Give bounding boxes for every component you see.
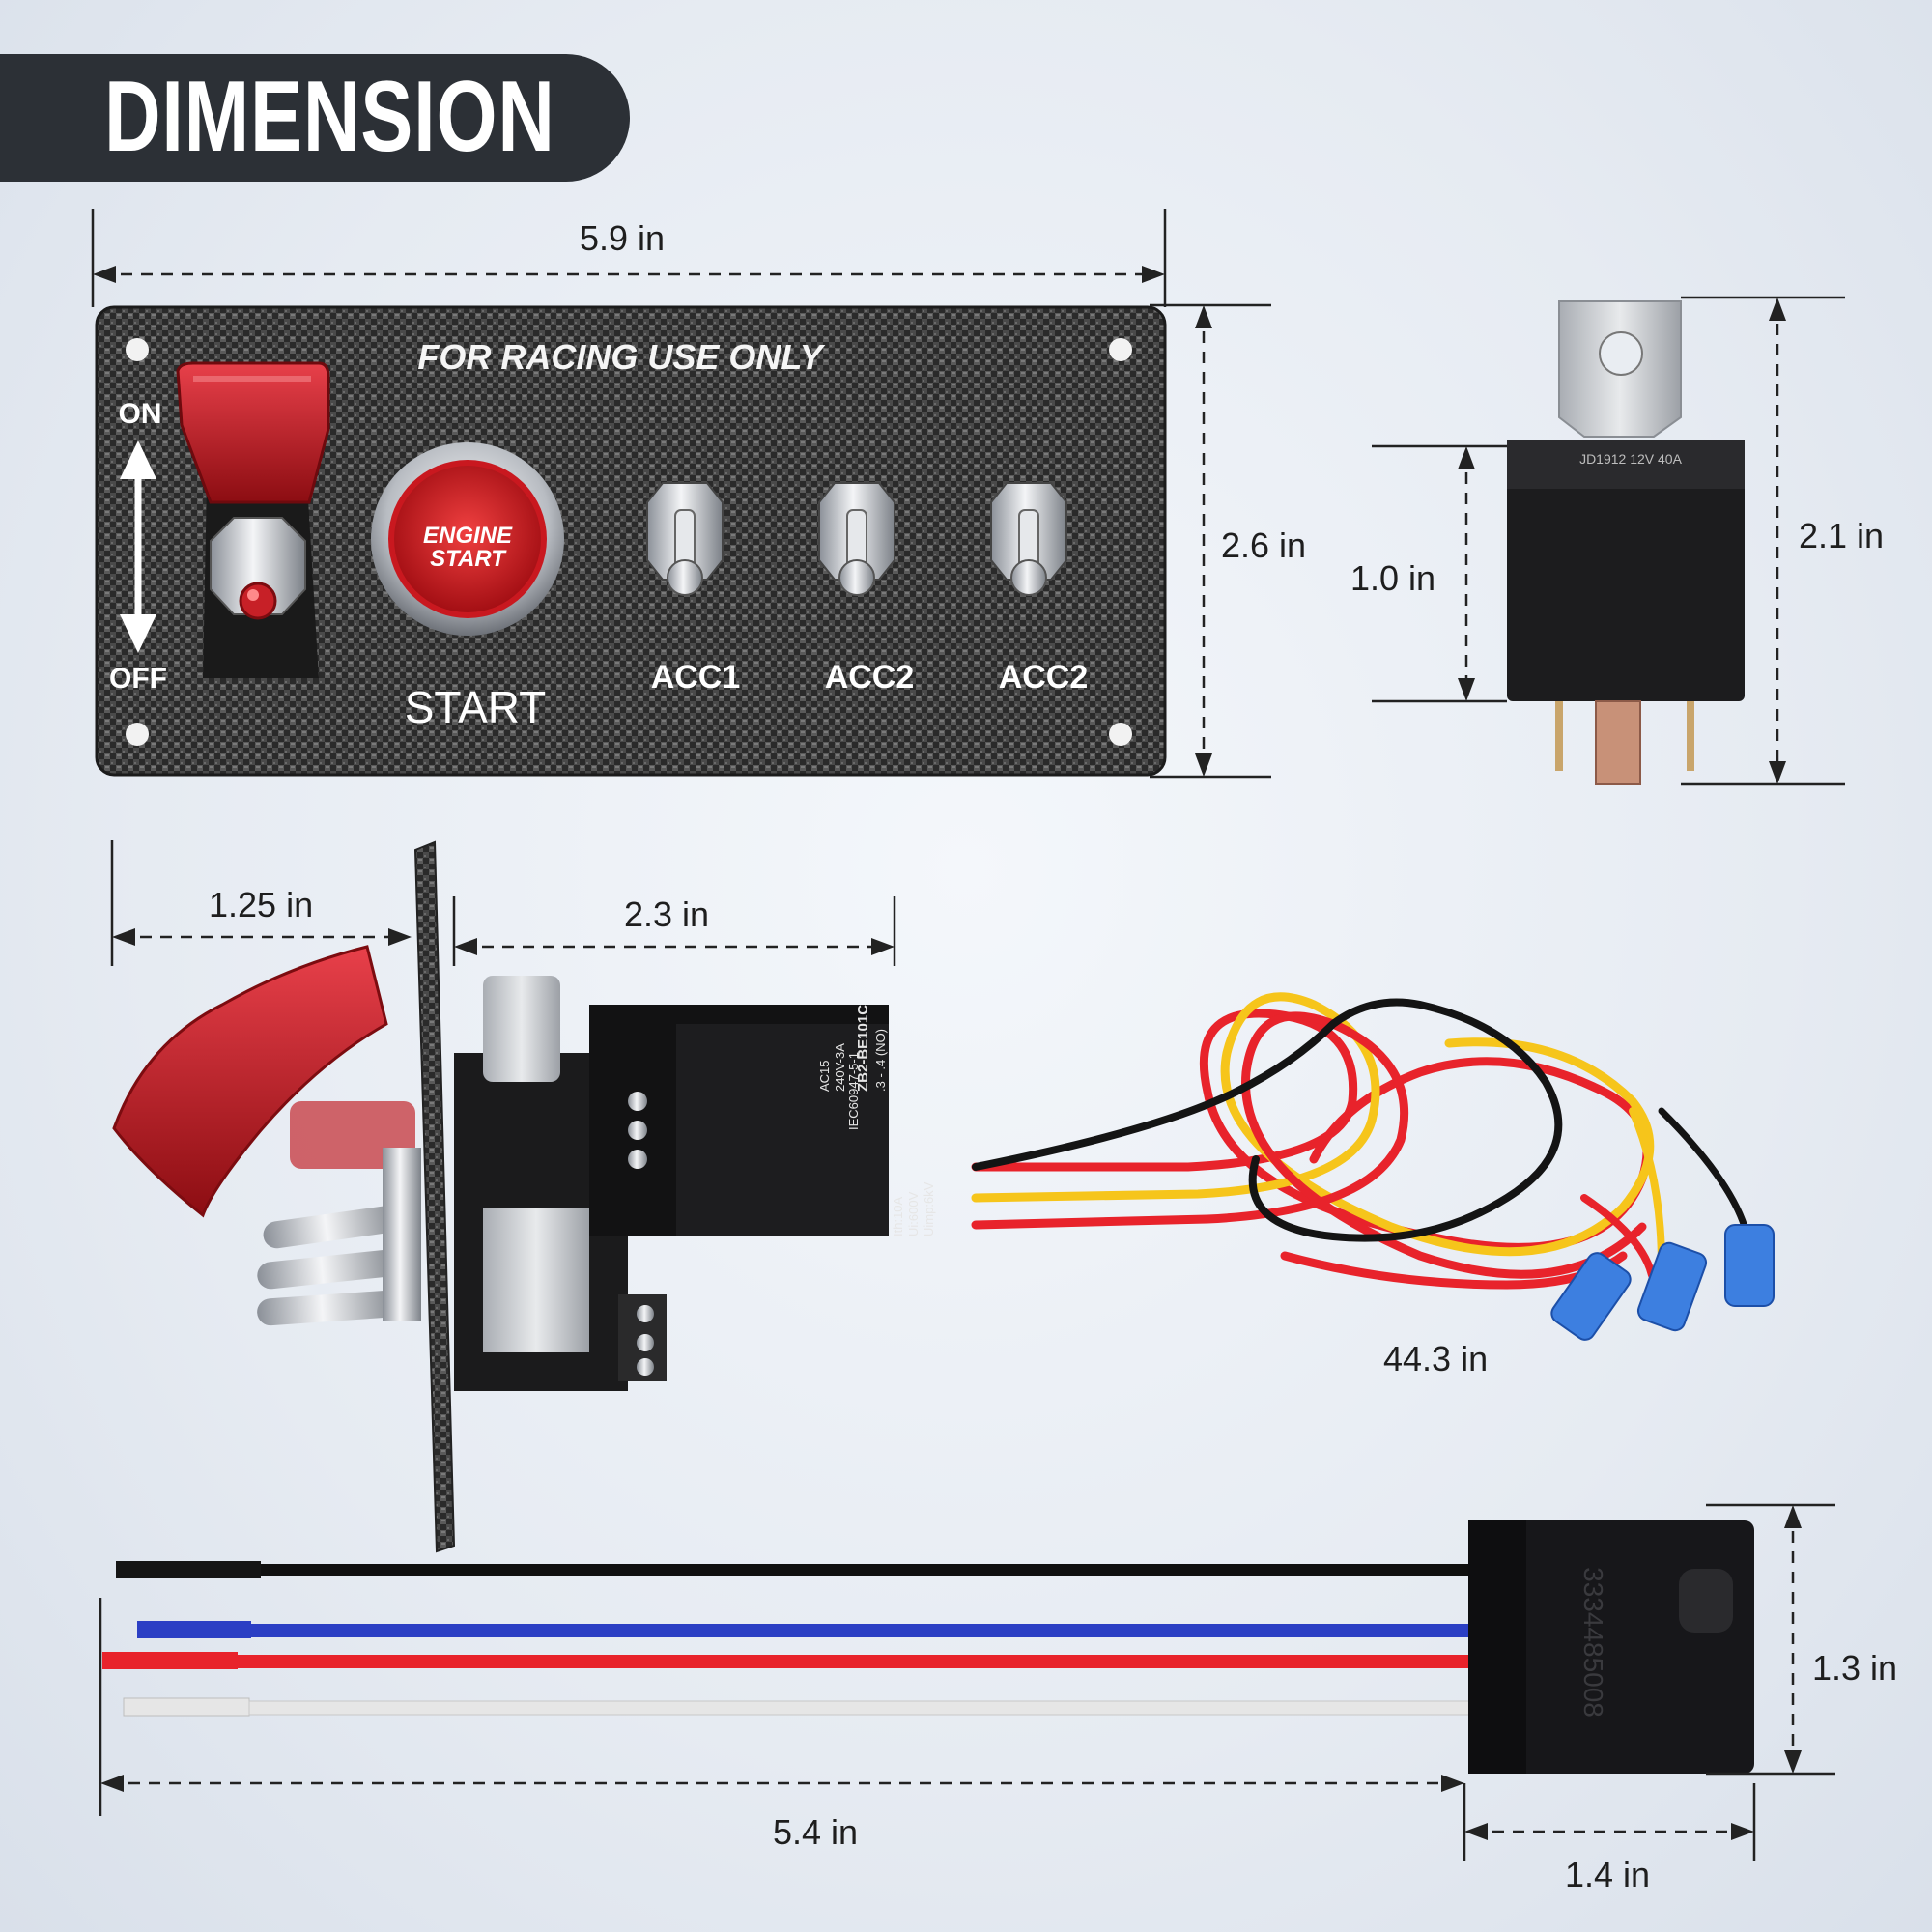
arrow-left-icon: [93, 266, 116, 283]
relay-mount-hole-icon: [1599, 331, 1643, 376]
page-title: DIMENSION: [104, 61, 555, 173]
arrow-down-icon: [1195, 753, 1212, 777]
module-rating2: 240V-3A: [833, 1043, 847, 1092]
socket-width-dimension: [1463, 1783, 1756, 1861]
panel-width-dimension: [91, 209, 1167, 307]
mounting-hole-icon: [126, 338, 149, 361]
acc2-toggle[interactable]: [818, 482, 895, 596]
socket-height-dimension: [1706, 1503, 1835, 1776]
module-ith: Ith:10A: [891, 1196, 905, 1236]
socket-height-label: 1.3 in: [1812, 1648, 1898, 1688]
start-label: START: [405, 682, 547, 732]
socket-latch-icon: [1679, 1569, 1733, 1633]
engine-start-button[interactable]: ENGINE START: [371, 442, 564, 636]
arrow-right-icon: [871, 938, 895, 955]
harness-length-label: 44.3 in: [1383, 1339, 1489, 1378]
relay-socket: 3334485008: [1468, 1520, 1754, 1774]
blue-terminal-icon: [1550, 1224, 1775, 1341]
module-contacts: .3 - .4 (NO): [873, 1029, 888, 1092]
module-standard: IEC60947-5-1: [846, 1052, 861, 1130]
title-banner: [0, 54, 630, 182]
safety-cover-toggle[interactable]: [176, 361, 330, 678]
relay-body-label: 1.0 in: [1350, 558, 1436, 598]
module-rating1: AC15: [817, 1060, 832, 1092]
arrow-left-icon: [100, 1775, 124, 1792]
arrow-up-icon: [1195, 305, 1212, 328]
acc3-toggle[interactable]: [990, 482, 1067, 596]
arrow-left-icon: [112, 928, 135, 946]
arrow-down-icon: [1458, 678, 1475, 701]
relay-total-dimension: [1681, 296, 1845, 786]
arrow-right-icon: [1731, 1823, 1754, 1840]
rear-depth-label: 2.3 in: [624, 895, 710, 934]
acc1-toggle[interactable]: [646, 482, 724, 596]
acc3-label: ACC2: [999, 659, 1089, 696]
side-cover-icon: [112, 945, 388, 1218]
side-view-panel: ZB2-BE101C .3 - .4 (NO) AC15 240V-3A IEC…: [112, 840, 936, 1553]
arrow-up-icon: [1769, 298, 1786, 321]
socket-part-number: 3334485008: [1578, 1567, 1608, 1718]
side-levers-icon: [257, 1101, 421, 1326]
lead-length-label: 5.4 in: [773, 1812, 859, 1852]
arrow-right-icon: [1142, 266, 1165, 283]
module-uimp: Uimp:6kV: [922, 1181, 936, 1236]
wire-harness: [971, 992, 1748, 1290]
engine-start-line1: ENGINE: [423, 523, 513, 549]
cover-depth-label: 1.25 in: [209, 885, 314, 924]
switch-panel: FOR RACING USE ONLY ON OFF ENGINE START …: [95, 305, 1167, 777]
module-ui: Ui:600V: [906, 1191, 921, 1236]
acc2-label: ACC2: [825, 659, 915, 696]
relay-print: JD1912 12V 40A: [1579, 451, 1683, 467]
socket-width-label: 1.4 in: [1565, 1855, 1651, 1894]
relay-body-dimension: [1372, 444, 1507, 703]
panel-height-dimension: [1150, 303, 1271, 779]
off-label: OFF: [109, 663, 167, 695]
on-off-arrow-icon: [120, 440, 156, 653]
panel-width-label: 5.9 in: [580, 218, 666, 258]
mounting-hole-icon: [1109, 338, 1132, 361]
arrow-left-icon: [454, 938, 477, 955]
relay: JD1912 12V 40A: [1507, 300, 1745, 785]
acc1-label: ACC1: [651, 659, 741, 696]
arrow-down-icon: [1769, 761, 1786, 784]
relay-total-label: 2.1 in: [1799, 516, 1885, 555]
arrow-right-icon: [388, 928, 412, 946]
panel-height-label: 2.6 in: [1221, 526, 1307, 565]
arrow-down-icon: [1784, 1750, 1802, 1774]
panel-header-text: FOR RACING USE ONLY: [417, 337, 825, 377]
side-view-dimension: [110, 840, 896, 966]
arrow-up-icon: [1784, 1505, 1802, 1528]
mounting-hole-icon: [1109, 723, 1132, 746]
socket-leads: [102, 1561, 1475, 1717]
on-label: ON: [119, 398, 162, 430]
mounting-hole-icon: [126, 723, 149, 746]
arrow-right-icon: [1441, 1775, 1464, 1792]
module-model: ZB2-BE101C: [855, 1005, 871, 1092]
arrow-up-icon: [1458, 446, 1475, 469]
engine-start-line2: START: [430, 546, 507, 572]
arrow-left-icon: [1464, 1823, 1488, 1840]
lead-length-dimension: [99, 1598, 1459, 1816]
